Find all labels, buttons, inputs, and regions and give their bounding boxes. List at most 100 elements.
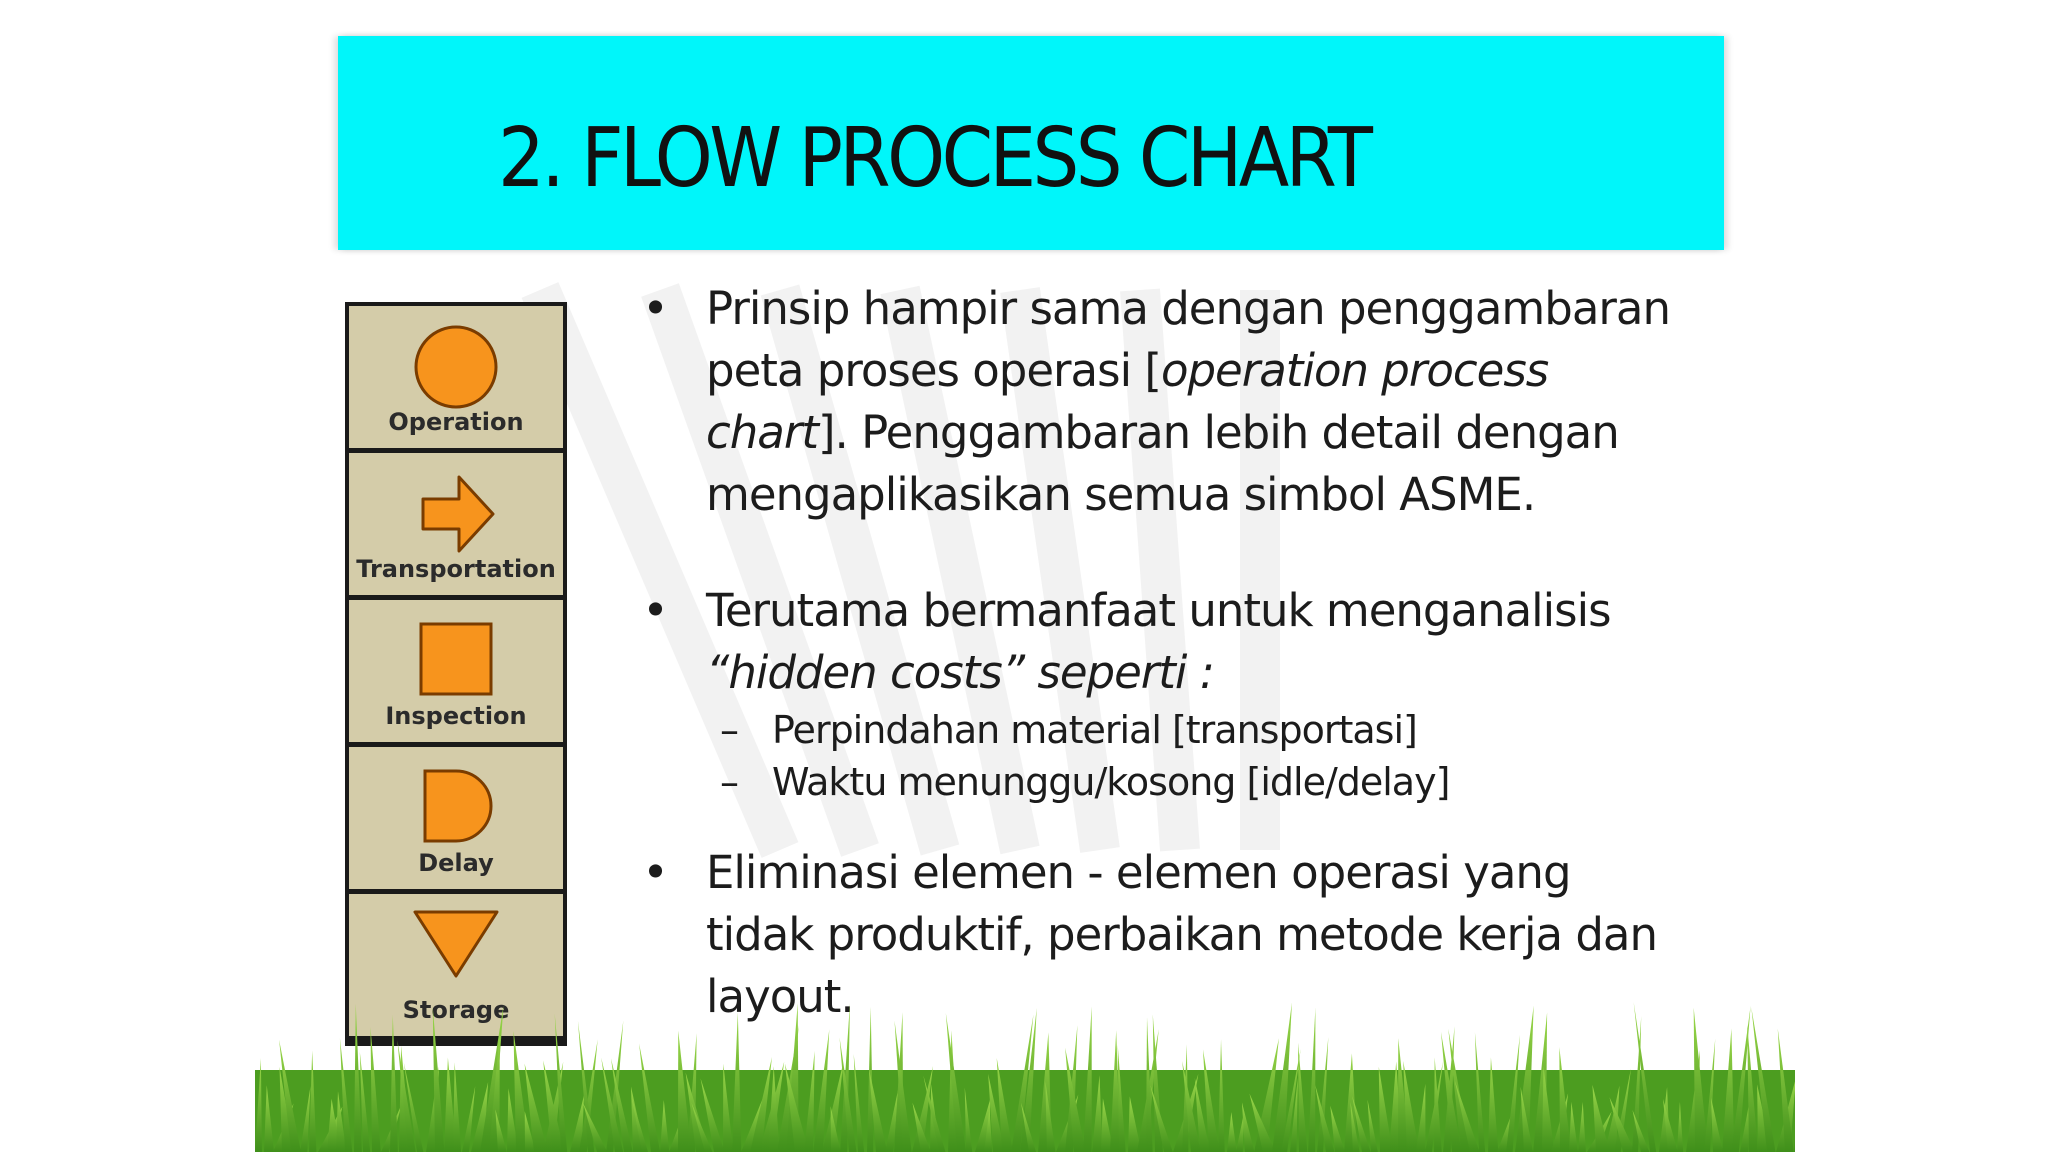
grass-blade (1474, 1032, 1486, 1152)
grass-blade (1241, 1102, 1255, 1152)
sub-dash: – (720, 708, 739, 752)
grass-blade (1578, 1102, 1586, 1152)
grass-blade (1330, 1105, 1345, 1152)
grass-blade (853, 1053, 865, 1152)
grass-blade (1290, 1077, 1298, 1152)
grass-blade (1416, 1083, 1426, 1152)
grass-blade (804, 1050, 815, 1152)
grass-blade (1317, 1037, 1329, 1152)
grass-blade (403, 1062, 424, 1152)
grass-blade (678, 1030, 692, 1152)
sub-text: Waktu menunggu/kosong [idle/delay] (772, 760, 1450, 804)
grass-blade (1350, 1102, 1360, 1152)
grass-blade (1065, 1047, 1086, 1152)
grass-blade (339, 1038, 353, 1152)
grass-blade (1605, 1085, 1620, 1152)
grass-blade (1440, 1031, 1462, 1152)
grass-blade (1182, 1044, 1189, 1152)
grass-blade (1378, 1066, 1393, 1152)
grass-blade (1272, 1002, 1292, 1152)
grass-blade (1609, 1097, 1635, 1152)
symbol-operation: Operation (349, 306, 563, 448)
grass-blade (1454, 1080, 1480, 1152)
symbol-label-storage: Storage (402, 996, 510, 1024)
slide-title: 2. FLOW PROCESS CHART (498, 111, 1373, 206)
grass-blade (1150, 1085, 1173, 1152)
grass-blade (255, 1058, 262, 1152)
grass-blade (570, 1095, 585, 1152)
grass-blade (453, 1062, 462, 1152)
grass-blade (1677, 1101, 1684, 1152)
grass-blade (1352, 1096, 1371, 1152)
bullet-item-1: • Prinsip hampir sama dengan penggambara… (640, 278, 1680, 526)
grass-blade (1110, 1030, 1121, 1152)
grass-blade (868, 1069, 888, 1152)
grass-blade (582, 1103, 608, 1152)
grass-blade (768, 1066, 780, 1152)
grass-blade (1202, 1049, 1220, 1152)
bullet-italic-text: operation process chart (706, 344, 1549, 459)
grass-blade (1633, 1002, 1657, 1152)
grass-blade (507, 1088, 519, 1152)
grass-blade (1614, 1068, 1632, 1152)
grass-blade (390, 1014, 398, 1152)
grass-blade (1497, 1110, 1514, 1152)
symbol-storage: Storage (349, 894, 563, 1036)
bullet-text: Terutama bermanfaat untuk menganalisis (706, 584, 1612, 637)
orange-arrow-icon (421, 475, 495, 553)
grass-blade (912, 1066, 934, 1152)
symbol-label-operation: Operation (388, 408, 524, 436)
bullet-text: Prinsip hampir sama dengan penggambaran … (706, 282, 1671, 397)
grass-blade (759, 1061, 785, 1152)
grass-blade (631, 1096, 649, 1152)
grass-blade (996, 1057, 1014, 1152)
grass-blade (1218, 1039, 1225, 1152)
orange-d-shape-icon (423, 769, 493, 843)
grass-blade (813, 1029, 830, 1152)
orange-square-icon (419, 622, 493, 696)
grass-blade (1236, 1111, 1245, 1152)
symbol-inspection: Inspection (349, 600, 563, 742)
grass-blade (912, 1102, 931, 1152)
grass-blade (1704, 1038, 1716, 1152)
sub-dash: – (720, 760, 739, 804)
grass-blade (1488, 1057, 1499, 1152)
grass-blade (830, 1106, 841, 1152)
grass-blade (741, 1098, 763, 1152)
grass-blade (923, 1075, 946, 1152)
symbol-label-inspection: Inspection (385, 702, 527, 730)
grass-blade (1367, 1099, 1378, 1152)
grass-blade (1559, 1047, 1572, 1152)
grass-blade (1011, 1014, 1034, 1152)
sub-item: – Perpindahan material [transportasi] (640, 704, 1680, 756)
grass-blade (370, 1026, 381, 1152)
grass-blade (1731, 1005, 1751, 1152)
grass-blade (1128, 1096, 1142, 1152)
symbol-transportation: Transportation (349, 453, 563, 595)
bullet-content: • Prinsip hampir sama dengan penggambara… (640, 278, 1680, 1028)
bullet-marker: • (642, 584, 669, 637)
grass-blade (1194, 1078, 1211, 1152)
grass-blade (1751, 1007, 1776, 1152)
grass-blade (784, 1063, 809, 1152)
grass-blade (1281, 1049, 1301, 1152)
grass-blade (1711, 1097, 1724, 1152)
grass-blade (732, 1012, 742, 1152)
grass-blade (964, 1087, 973, 1152)
bullet-item-2: • Terutama bermanfaat untuk menganalisis… (640, 580, 1680, 704)
grass-blade (1757, 1084, 1772, 1152)
grass-blade (894, 1020, 912, 1152)
grass-blade (1101, 1098, 1114, 1152)
bullet-marker: • (642, 282, 669, 335)
grass-blade (309, 1050, 317, 1152)
grass-blade (279, 1066, 295, 1152)
grass-blade (984, 1108, 993, 1152)
grass-blade (1249, 1093, 1276, 1152)
symbol-label-transportation: Transportation (356, 555, 556, 583)
grass-blade (1092, 1075, 1103, 1152)
grass-blade (397, 1040, 416, 1152)
grass-decoration (255, 1002, 1795, 1152)
sub-item: – Waktu menunggu/kosong [idle/delay] (640, 756, 1680, 808)
grass-blade (513, 1030, 530, 1152)
